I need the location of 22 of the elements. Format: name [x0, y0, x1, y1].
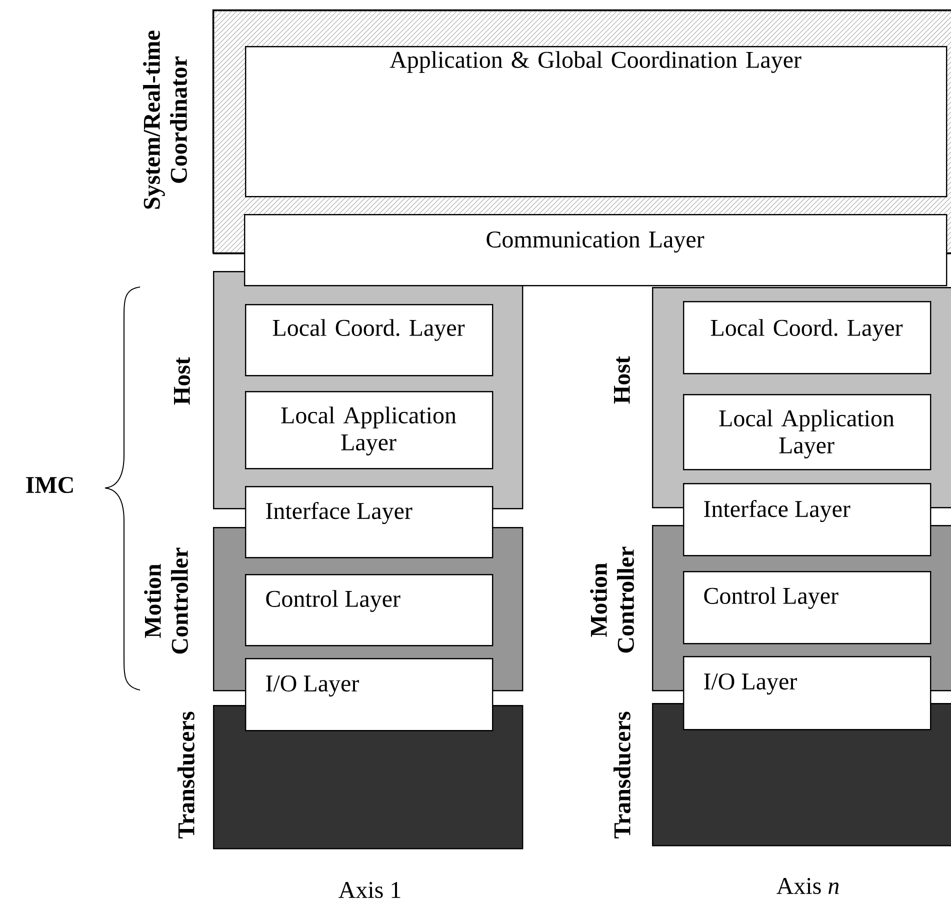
layer-box: Communication Layer: [244, 214, 948, 286]
node-label: Motion Controller: [590, 546, 634, 653]
node-label: Transducers: [614, 712, 630, 838]
node-label: Host: [174, 357, 190, 405]
layer-box: Control Layer: [683, 571, 932, 644]
layer-box: Interface Layer: [683, 483, 932, 556]
group-label: IMC: [26, 476, 73, 494]
layer-box: Interface Layer: [245, 486, 494, 558]
node-label: System/Real-time Coordinator: [143, 30, 187, 209]
node-label: Transducers: [178, 712, 194, 838]
axis-label: Axis 1: [338, 882, 400, 898]
layer-box: Local Application Layer: [245, 391, 494, 470]
layer-box: Local Application Layer: [683, 394, 932, 470]
layer-box: Control Layer: [245, 574, 494, 646]
layer-box: I/O Layer: [683, 656, 932, 730]
layer-box: I/O Layer: [245, 658, 494, 732]
layer-box: Local Coord. Layer: [245, 304, 494, 376]
layer-box: Local Coord. Layer: [683, 301, 932, 374]
layer-box: Application & Global Coordination Layer: [245, 46, 948, 198]
axis-label: Axis n: [776, 878, 839, 894]
node-label: Host: [614, 356, 630, 404]
node-label: Motion Controller: [144, 548, 188, 654]
